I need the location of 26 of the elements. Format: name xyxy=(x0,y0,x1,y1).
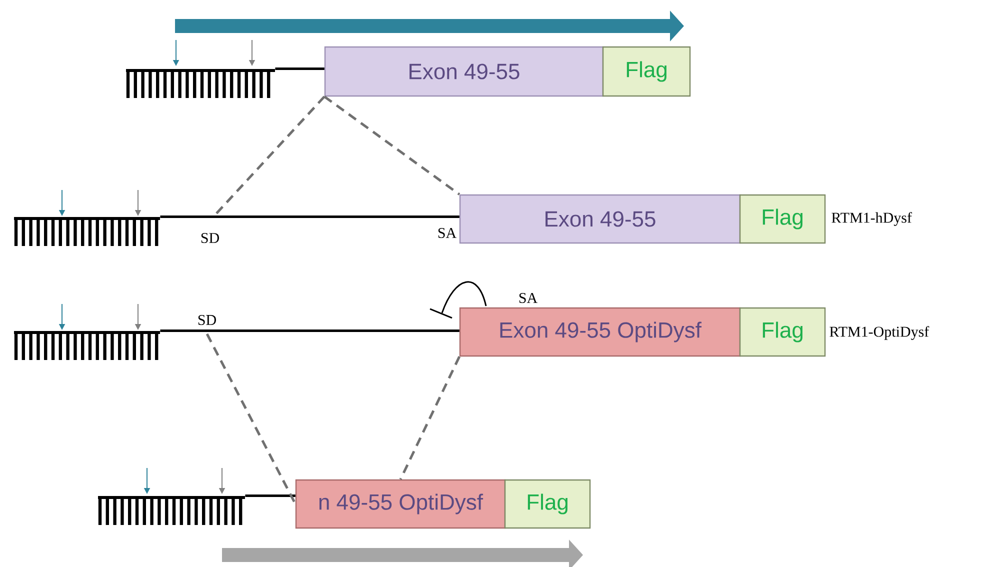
exon-box: Exon 49-55 OptiDysf xyxy=(459,307,741,357)
dashed-line xyxy=(399,356,461,480)
comb-drawing xyxy=(98,496,245,525)
comb-drawing xyxy=(14,217,160,246)
label-text: SA xyxy=(438,228,456,238)
intron-line xyxy=(245,494,296,498)
exon-box: n 49-55 OptiDysf xyxy=(295,479,506,529)
intron-line xyxy=(160,330,460,332)
comb-drawing xyxy=(126,69,275,98)
label-text: SD xyxy=(198,314,216,326)
flag-box: Flag xyxy=(602,46,691,97)
comb-drawing xyxy=(14,330,160,360)
exon-box: Exon 49-55 xyxy=(459,194,741,244)
label-text: RTM1-hDysf xyxy=(832,212,912,226)
flag-box: Flag xyxy=(739,194,826,244)
exon-box: Exon 49-55 xyxy=(324,46,604,97)
dashed-line xyxy=(324,96,460,196)
intron-line xyxy=(160,216,460,218)
intron-line xyxy=(275,68,324,70)
label-text: RTM1-OptiDysf xyxy=(830,326,930,340)
label-text: SA xyxy=(519,292,538,304)
label-text: SD xyxy=(201,232,219,244)
dashed-line xyxy=(206,333,297,505)
dashed-line xyxy=(214,96,326,216)
flag-box: Flag xyxy=(504,479,591,529)
flag-box: Flag xyxy=(739,307,826,357)
